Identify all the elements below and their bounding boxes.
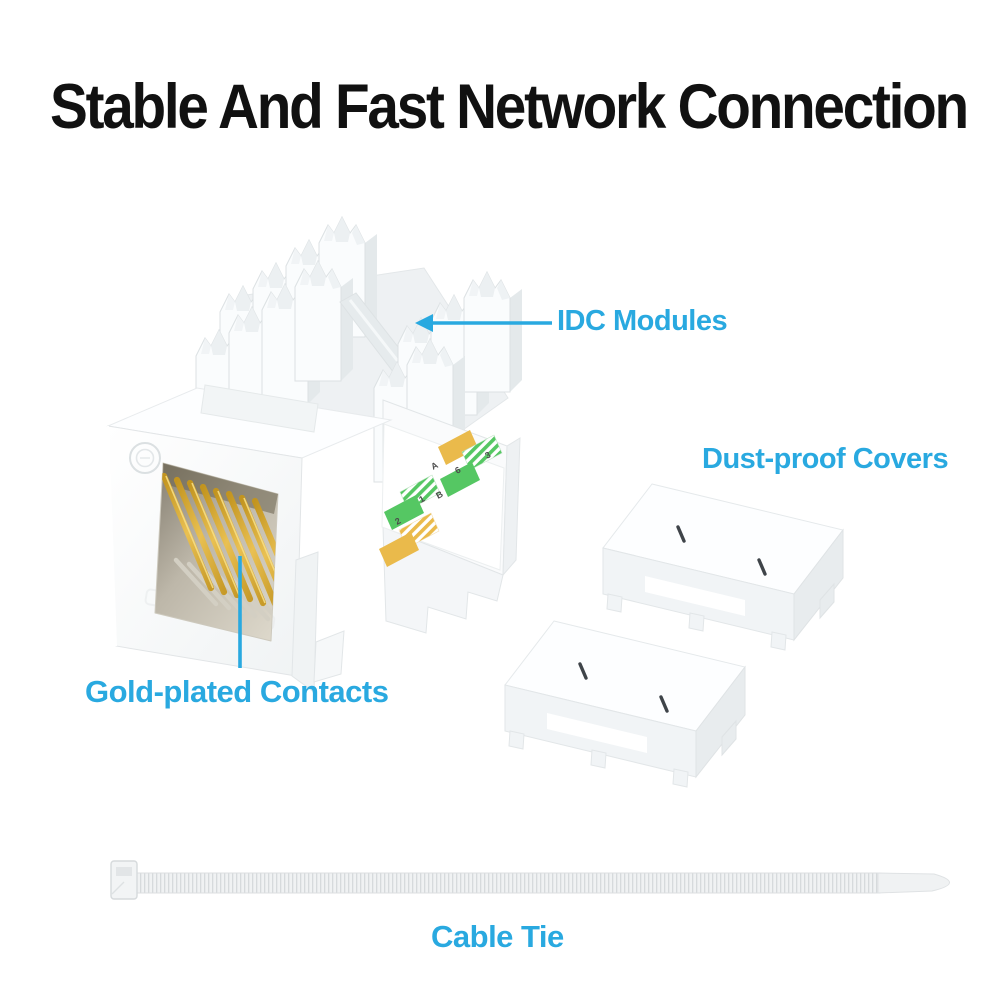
annotation-idc-modules: IDC Modules xyxy=(557,305,728,337)
wiring-pin-number: 1 xyxy=(417,494,426,505)
rj45-port xyxy=(154,462,279,642)
wire-color-green-stripe xyxy=(461,434,503,471)
wiring-pin-number: 3 xyxy=(483,450,492,461)
wiring-label: 3 A 6 1 B 2 xyxy=(379,423,505,571)
wiring-column-letter: A xyxy=(429,460,440,472)
headline: Stable And Fast Network Connection xyxy=(50,72,969,143)
wiring-column-letter: B xyxy=(434,489,445,501)
cable-tie xyxy=(110,860,950,900)
wire-color-green xyxy=(440,462,480,497)
wire-color-orange xyxy=(438,430,478,465)
emblem-icon xyxy=(129,442,161,474)
wiring-pin-number: 2 xyxy=(393,516,402,527)
dust-cover-1 xyxy=(601,482,845,652)
wire-color-orange xyxy=(379,532,419,567)
gold-contacts xyxy=(160,472,278,633)
idc-slab xyxy=(463,271,523,393)
wire-color-green xyxy=(384,495,424,530)
keystone-jack: 3 A 6 1 B 2 xyxy=(106,216,523,693)
leader-line-idc xyxy=(415,314,552,332)
dust-cover-2 xyxy=(503,619,747,789)
top-recess xyxy=(200,384,319,433)
annotation-dust-proof-covers: Dust-proof Covers xyxy=(702,443,949,475)
annotation-gold-plated-contacts: Gold-plated Contacts xyxy=(85,674,389,709)
wiring-pin-number: 6 xyxy=(453,465,462,476)
annotation-cable-tie: Cable Tie xyxy=(431,919,564,954)
arrowhead-icon xyxy=(415,314,433,332)
